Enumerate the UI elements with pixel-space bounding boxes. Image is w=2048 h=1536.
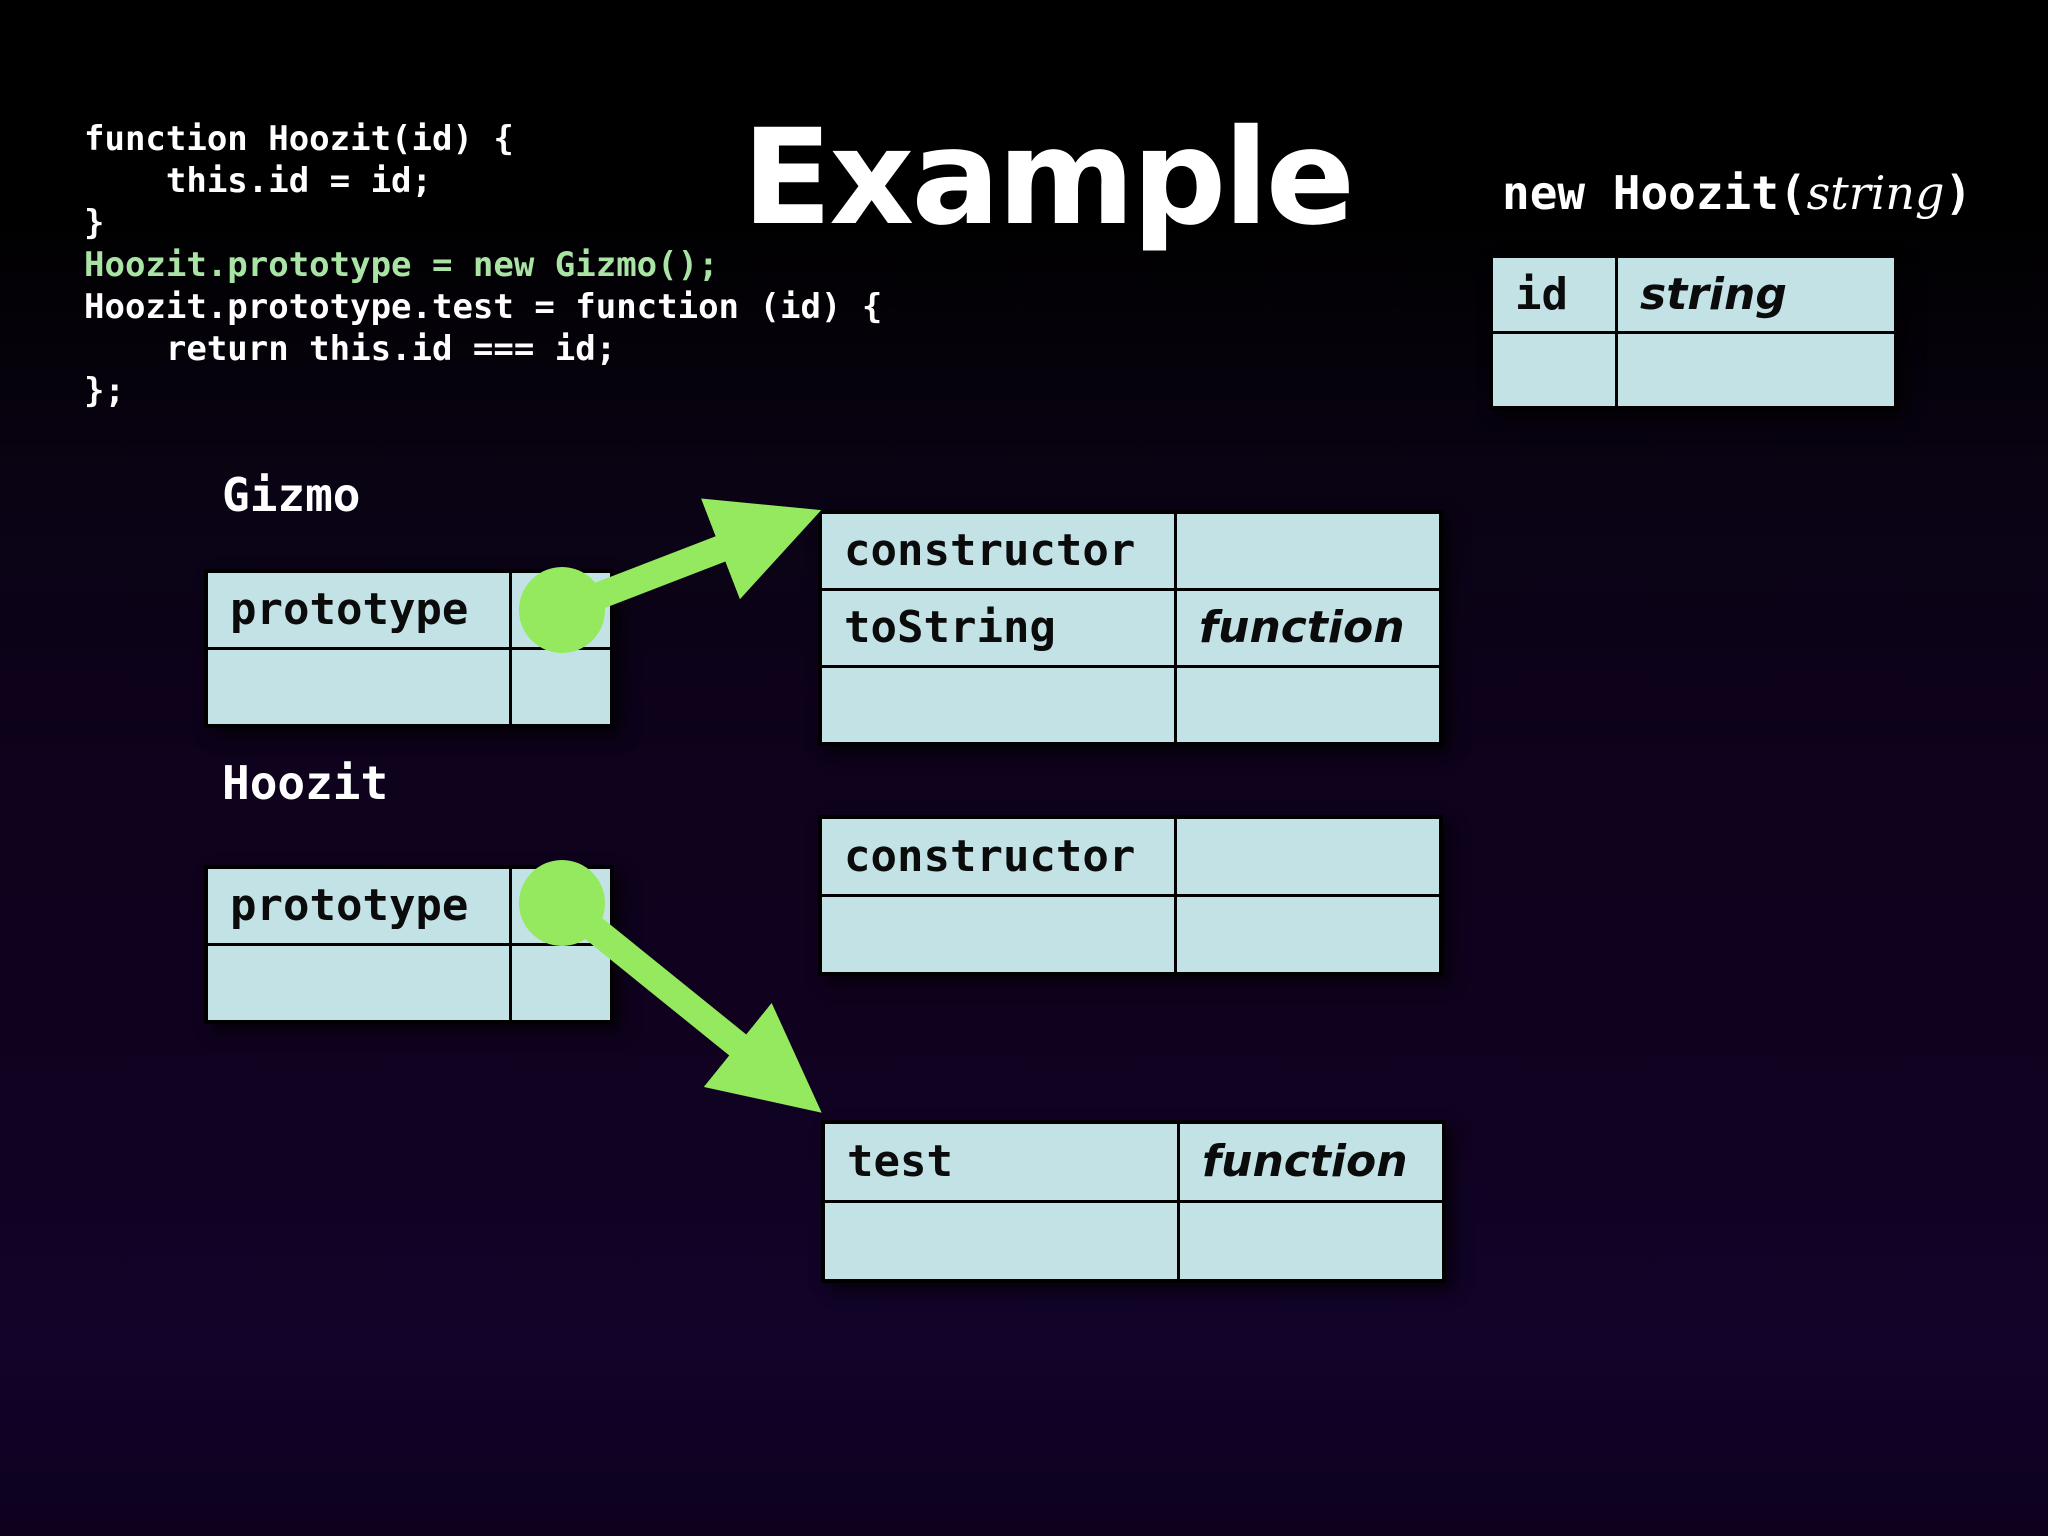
table-cell-value xyxy=(1180,1203,1442,1279)
hoozit-prototype-table: constructor xyxy=(818,815,1443,976)
table-cell-key: test xyxy=(825,1124,1177,1200)
table-cell-key: prototype xyxy=(208,573,509,647)
code-line: return this.id === id; xyxy=(84,329,617,369)
table-cell-key: prototype xyxy=(208,869,509,943)
table-cell-value: string xyxy=(1618,258,1894,331)
table-cell-value xyxy=(1177,514,1439,588)
gizmo-function-table: prototype xyxy=(204,569,614,728)
table-cell-value xyxy=(512,573,610,647)
table-cell-key: constructor xyxy=(822,819,1174,894)
table-cell-key xyxy=(825,1203,1177,1279)
constructor-expression-close: ) xyxy=(1944,166,1973,220)
table-cell-value xyxy=(1618,334,1894,406)
table-cell-key xyxy=(822,668,1174,742)
hoozit-prototype-test-table: test function xyxy=(821,1120,1446,1283)
table-cell-key xyxy=(208,650,509,724)
table-cell-value xyxy=(1177,668,1439,742)
constructor-expression-argument: string xyxy=(1806,166,1945,220)
table-cell-value xyxy=(512,650,610,724)
hoozit-function-table: prototype xyxy=(204,865,614,1024)
code-block: function Hoozit(id) { this.id = id; } Ho… xyxy=(84,118,882,412)
code-line: Hoozit.prototype.test = function (id) { xyxy=(84,287,883,327)
table-cell-key: constructor xyxy=(822,514,1174,588)
table-cell-key: id xyxy=(1493,258,1615,331)
code-line: this.id = id; xyxy=(84,161,432,201)
table-cell-key xyxy=(822,897,1174,972)
table-cell-value: function xyxy=(1177,591,1439,665)
code-line: } xyxy=(84,203,105,243)
table-cell-value xyxy=(512,869,610,943)
table-cell-value xyxy=(1177,897,1439,972)
constructor-expression-keyword: new Hoozit( xyxy=(1502,166,1807,220)
constructor-expression: new Hoozit(string) xyxy=(1502,168,1972,219)
table-cell-key: toString xyxy=(822,591,1174,665)
code-line: }; xyxy=(84,371,125,411)
table-cell-value xyxy=(512,946,610,1020)
gizmo-label: Gizmo xyxy=(222,468,361,522)
hoozit-label: Hoozit xyxy=(222,756,389,810)
slide-title: Example xyxy=(742,101,1355,255)
code-line: function Hoozit(id) { xyxy=(84,119,514,159)
new-instance-table: id string xyxy=(1489,254,1898,410)
table-cell-value xyxy=(1177,819,1439,894)
code-line-highlighted: Hoozit.prototype = new Gizmo(); xyxy=(84,245,719,285)
table-cell-value: function xyxy=(1180,1124,1442,1200)
gizmo-prototype-table: constructor toString function xyxy=(818,510,1443,746)
table-cell-key xyxy=(208,946,509,1020)
table-cell-key xyxy=(1493,334,1615,406)
